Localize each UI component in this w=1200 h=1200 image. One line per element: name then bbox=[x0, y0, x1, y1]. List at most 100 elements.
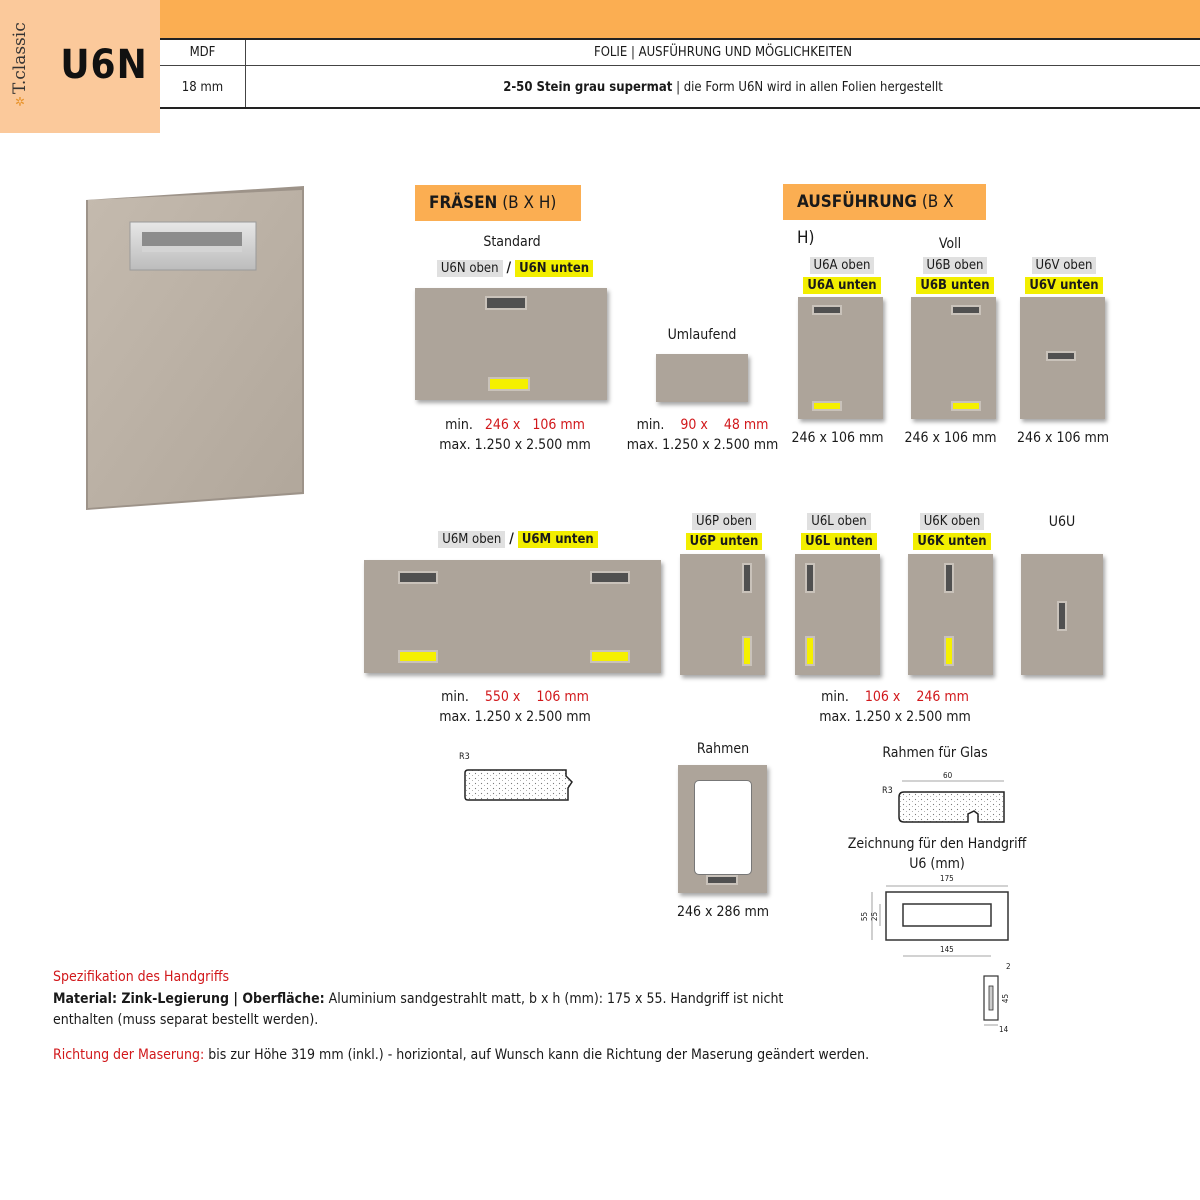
plk-dimensions: min. 106 x 246 mm max. 1.250 x 2.500 mm bbox=[805, 687, 985, 727]
spec-grain-label: Richtung der Maserung: bbox=[53, 1047, 205, 1063]
folie-name: 2-50 Stein grau supermat bbox=[503, 80, 673, 95]
handle-top bbox=[805, 563, 815, 593]
umlaufend-title: Umlaufend bbox=[667, 327, 737, 343]
handle-bottom bbox=[944, 636, 954, 666]
rahmen-glass-opening bbox=[694, 780, 752, 875]
handle-center bbox=[1046, 351, 1076, 361]
handle-top bbox=[944, 563, 954, 593]
door-product-image bbox=[86, 186, 304, 510]
glas-title: Rahmen für Glas bbox=[882, 745, 988, 761]
dim-175: 175 bbox=[940, 874, 954, 883]
col-head-mdf: MDF bbox=[189, 45, 216, 60]
handle-top bbox=[485, 296, 527, 310]
zeichnung-title-line2: U6 (mm) bbox=[909, 856, 965, 872]
glass-frame-profile-drawing bbox=[898, 780, 1005, 823]
handle-bottom-left bbox=[398, 650, 438, 663]
spec-material-text: Aluminium sandgestrahlt matt, b x h (mm)… bbox=[324, 991, 784, 1007]
glas-r3-label: R3 bbox=[882, 786, 893, 796]
u6v-oben-label: U6V oben bbox=[1031, 257, 1097, 274]
umlaufend-dimensions: min. 90 x 48 mm max. 1.250 x 2.500 mm bbox=[620, 415, 785, 455]
umlaufend-min: min. 90 x 48 mm bbox=[620, 415, 785, 435]
folie-note: | die Form U6N wird in allen Folien herg… bbox=[672, 80, 943, 95]
rahmen-title: Rahmen bbox=[696, 741, 750, 757]
edge-profile-drawing bbox=[464, 769, 573, 801]
rahmen-dimensions: 246 x 286 mm bbox=[676, 904, 770, 920]
fraesen-suffix: (B X H) bbox=[497, 193, 557, 213]
plk-max: max. 1.250 x 2.500 mm bbox=[819, 709, 971, 725]
min-label: min. bbox=[441, 689, 469, 705]
separator: / bbox=[509, 531, 514, 547]
standard-max: max. 1.250 x 2.500 mm bbox=[439, 437, 591, 453]
u6m-panel bbox=[364, 560, 661, 673]
header-divider bbox=[160, 65, 1200, 66]
min-width: 90 x bbox=[680, 417, 708, 433]
u6b-dimensions: 246 x 106 mm bbox=[904, 430, 997, 446]
u6u-panel bbox=[1021, 554, 1103, 675]
handle-bottom bbox=[488, 377, 530, 391]
ausfuehrung-label: AUSFÜHRUNG bbox=[797, 192, 917, 212]
ausfuehrung-tag: AUSFÜHRUNG (B X H) bbox=[783, 184, 986, 248]
spec-material-label: Material: Zink-Legierung | Oberfläche: bbox=[53, 991, 325, 1007]
u6n-oben-label: U6N oben bbox=[436, 260, 503, 277]
u6k-panel bbox=[908, 554, 993, 675]
r3-label: R3 bbox=[459, 752, 470, 762]
handle-bottom bbox=[706, 875, 738, 885]
u6a-oben-label: U6A oben bbox=[809, 257, 875, 274]
header-column-divider bbox=[245, 40, 246, 107]
u6b-oben-label: U6B oben bbox=[922, 257, 988, 274]
u6m-min: min. 550 x 106 mm bbox=[425, 687, 605, 707]
brand-logo: ✲T.classic bbox=[10, 22, 40, 108]
spec-material-text2: enthalten (muss separat bestellt werden)… bbox=[53, 1012, 319, 1028]
u6p-oben-label: U6P oben bbox=[692, 513, 756, 530]
min-height: 106 mm bbox=[536, 689, 589, 705]
header-divider bbox=[160, 38, 1200, 40]
u6a-dimensions: 246 x 106 mm bbox=[791, 430, 884, 446]
u6m-unten-label: U6M unten bbox=[517, 531, 598, 548]
col-value-folie: 2-50 Stein grau supermat | die Form U6N … bbox=[246, 80, 1200, 95]
min-height: 106 mm bbox=[532, 417, 585, 433]
handle-top-right bbox=[590, 571, 630, 584]
fraesen-tag: FRÄSEN (B X H) bbox=[415, 185, 581, 221]
u6v-unten-label: U6V unten bbox=[1025, 277, 1103, 294]
spec-title: Spezifikation des Handgriffs bbox=[53, 969, 230, 985]
u6b-panel bbox=[911, 297, 996, 419]
separator: / bbox=[506, 260, 512, 276]
u6l-unten-label: U6L unten bbox=[801, 533, 877, 550]
u6p-panel bbox=[680, 554, 765, 675]
umlaufend-max: max. 1.250 x 2.500 mm bbox=[626, 437, 779, 453]
handle-center bbox=[1057, 601, 1067, 631]
handle-bottom bbox=[812, 401, 842, 411]
rahmen-panel bbox=[678, 765, 767, 893]
spec-material: Material: Zink-Legierung | Oberfläche: A… bbox=[53, 989, 813, 1031]
header-orange-bar bbox=[160, 0, 1200, 38]
handle-bottom bbox=[805, 636, 815, 666]
handle-top bbox=[742, 563, 752, 593]
handle-side-drawing bbox=[983, 975, 999, 1026]
min-width: 106 x bbox=[864, 689, 901, 705]
standard-title: Standard bbox=[483, 234, 541, 250]
u6u-label: U6U bbox=[1048, 514, 1076, 530]
voll-title: Voll bbox=[938, 236, 962, 252]
spec-grain: Richtung der Maserung: bis zur Höhe 319 … bbox=[53, 1047, 1153, 1063]
u6v-panel bbox=[1020, 297, 1105, 419]
brand-dot-icon: ✲ bbox=[13, 94, 27, 108]
min-label: min. bbox=[821, 689, 849, 705]
u6m-oben-label: U6M oben bbox=[438, 531, 506, 548]
u6p-unten-label: U6P unten bbox=[685, 533, 763, 550]
plk-min: min. 106 x 246 mm bbox=[805, 687, 985, 707]
standard-variant-labels: U6N oben / U6N unten bbox=[420, 260, 610, 277]
u6l-panel bbox=[795, 554, 880, 675]
header-logo-box bbox=[0, 0, 160, 133]
dim-2: 2 bbox=[1006, 962, 1011, 971]
ausfuehrung-suffix: (B X H) bbox=[797, 192, 954, 248]
handle-bottom bbox=[951, 401, 981, 411]
min-label: min. bbox=[445, 417, 473, 433]
dim-14: 14 bbox=[999, 1025, 1009, 1034]
handle-bottom bbox=[742, 636, 752, 666]
u6m-labels: U6M oben / U6M unten bbox=[418, 531, 618, 548]
